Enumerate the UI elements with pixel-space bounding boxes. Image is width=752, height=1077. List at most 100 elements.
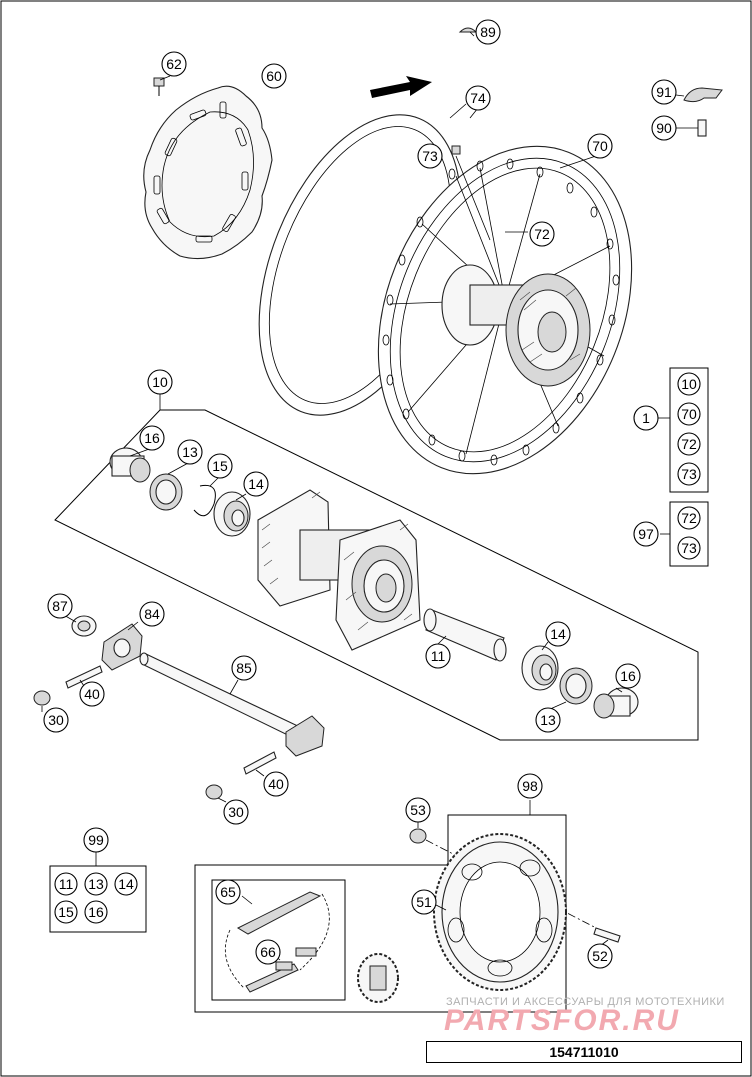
callout-c99-label: 99 xyxy=(88,832,104,848)
set-1-item-3: 73 xyxy=(677,462,701,486)
set-99-item-2-label: 14 xyxy=(118,876,134,892)
callout-c16b-label: 16 xyxy=(620,668,636,684)
set-99-item-2: 14 xyxy=(114,872,138,896)
callout-c87-label: 87 xyxy=(52,598,68,614)
callout-c84-label: 84 xyxy=(144,606,160,622)
set-99-item-3: 15 xyxy=(54,900,78,924)
callout-c72: 72 xyxy=(529,221,555,247)
set-97-item-0-label: 72 xyxy=(681,510,697,526)
diagram-code-box: 154711010 xyxy=(426,1041,742,1063)
callout-c30b: 30 xyxy=(223,799,249,825)
seal-left xyxy=(149,473,183,511)
callout-c85: 85 xyxy=(231,655,257,681)
chain xyxy=(224,891,330,993)
sprocket-nut xyxy=(409,828,427,844)
callout-c51-label: 51 xyxy=(416,894,432,910)
callout-c97: 97 xyxy=(633,521,659,547)
callout-c14b-label: 14 xyxy=(550,626,566,642)
callout-c74-label: 74 xyxy=(470,90,486,106)
adjuster-bolt-left xyxy=(65,665,103,689)
callout-c90: 90 xyxy=(651,115,677,141)
callout-c1: 1 xyxy=(633,405,659,431)
callout-c73a-label: 73 xyxy=(422,148,438,164)
callout-c10-label: 10 xyxy=(152,374,168,390)
brake-disc xyxy=(143,85,273,260)
callout-c53: 53 xyxy=(405,797,431,823)
callout-c14a: 14 xyxy=(243,471,269,497)
callout-c84: 84 xyxy=(139,601,165,627)
callout-c13b: 13 xyxy=(535,707,561,733)
callout-c89-label: 89 xyxy=(480,24,496,40)
adjuster-nut-left xyxy=(33,690,51,706)
circlip xyxy=(193,484,216,517)
rim xyxy=(377,145,633,475)
set-1-item-0-label: 10 xyxy=(681,376,697,392)
callout-c98-label: 98 xyxy=(522,778,538,794)
callout-c16b: 16 xyxy=(615,663,641,689)
callout-c11-label: 11 xyxy=(431,648,446,664)
rotation-arrow xyxy=(370,76,432,98)
adjuster-bolt-right xyxy=(243,751,277,775)
callout-c72-label: 72 xyxy=(534,226,550,242)
spacer-right xyxy=(593,687,639,719)
callout-c40b: 40 xyxy=(263,771,289,797)
callout-c30b-label: 30 xyxy=(228,804,244,820)
bearing-left xyxy=(213,491,251,537)
callout-c70-label: 70 xyxy=(592,138,608,154)
callout-c16a: 16 xyxy=(139,425,165,451)
callout-c99: 99 xyxy=(83,827,109,853)
chain-adjuster-right xyxy=(285,715,325,757)
callout-c97-label: 97 xyxy=(638,526,654,542)
spacer-left xyxy=(109,447,151,483)
callout-c89: 89 xyxy=(475,19,501,45)
callout-c52: 52 xyxy=(587,943,613,969)
callout-c40a-label: 40 xyxy=(84,686,100,702)
rear-sprocket xyxy=(433,833,567,991)
callout-c13b-label: 13 xyxy=(540,712,556,728)
set-97-item-0: 72 xyxy=(677,506,701,530)
distance-tube xyxy=(423,608,507,662)
set-1-item-3-label: 73 xyxy=(681,466,697,482)
callout-c10: 10 xyxy=(147,369,173,395)
set-99-item-0-label: 11 xyxy=(59,876,74,892)
callout-c85-label: 85 xyxy=(236,660,252,676)
callout-c65-label: 65 xyxy=(220,884,236,900)
set-99-box xyxy=(49,865,147,933)
watermark-logo: PARTSFOR.RU xyxy=(444,1004,680,1037)
set-1-item-1-label: 70 xyxy=(681,406,697,422)
set-1-item-0: 10 xyxy=(677,372,701,396)
callout-c73a: 73 xyxy=(417,143,443,169)
wheel-hub xyxy=(257,489,421,651)
set-99-item-1-label: 13 xyxy=(88,876,104,892)
callout-c98: 98 xyxy=(517,773,543,799)
bearing-right xyxy=(521,645,559,691)
axle-nut xyxy=(71,615,97,637)
set-1-item-2-label: 72 xyxy=(681,436,697,452)
callout-c91-label: 91 xyxy=(656,84,672,100)
set-99-item-3-label: 15 xyxy=(58,904,74,920)
callout-c40a: 40 xyxy=(79,681,105,707)
set-99-item-4-label: 16 xyxy=(88,904,104,920)
callout-c60: 60 xyxy=(261,63,287,89)
set-99-item-0: 11 xyxy=(54,872,78,896)
axle xyxy=(139,652,303,741)
callout-c15: 15 xyxy=(207,453,233,479)
set-97-item-1-label: 73 xyxy=(681,540,697,556)
sprocket-bolt xyxy=(593,927,621,943)
set-99-item-1: 13 xyxy=(84,872,108,896)
callout-c13a-label: 13 xyxy=(182,444,198,460)
callout-c52-label: 52 xyxy=(592,948,608,964)
callout-c66: 66 xyxy=(255,939,281,965)
set-97-item-1: 73 xyxy=(677,536,701,560)
callout-c90-label: 90 xyxy=(656,120,672,136)
callout-c14b: 14 xyxy=(545,621,571,647)
disc-bolt xyxy=(153,77,165,96)
callout-c15-label: 15 xyxy=(212,458,228,474)
chain-adjuster-left xyxy=(101,623,143,671)
callout-c1-label: 1 xyxy=(642,410,650,426)
callout-c60-label: 60 xyxy=(266,68,282,84)
front-sprocket xyxy=(357,953,399,1003)
callout-c62: 62 xyxy=(161,51,187,77)
